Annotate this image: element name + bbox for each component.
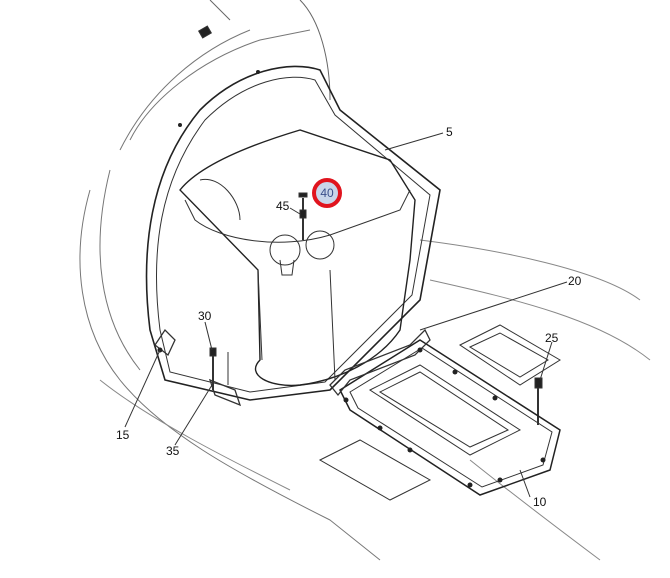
callout-20: 20 [568, 274, 582, 288]
callout-10: 10 [533, 495, 547, 509]
callout-30: 30 [198, 309, 212, 323]
callout-5: 5 [446, 125, 453, 139]
callout-35: 35 [166, 444, 180, 458]
callout-25: 25 [545, 331, 559, 345]
callout-15: 15 [116, 428, 130, 442]
callout-40-highlighted[interactable]: 40 [312, 178, 342, 208]
callout-45: 45 [276, 199, 290, 213]
